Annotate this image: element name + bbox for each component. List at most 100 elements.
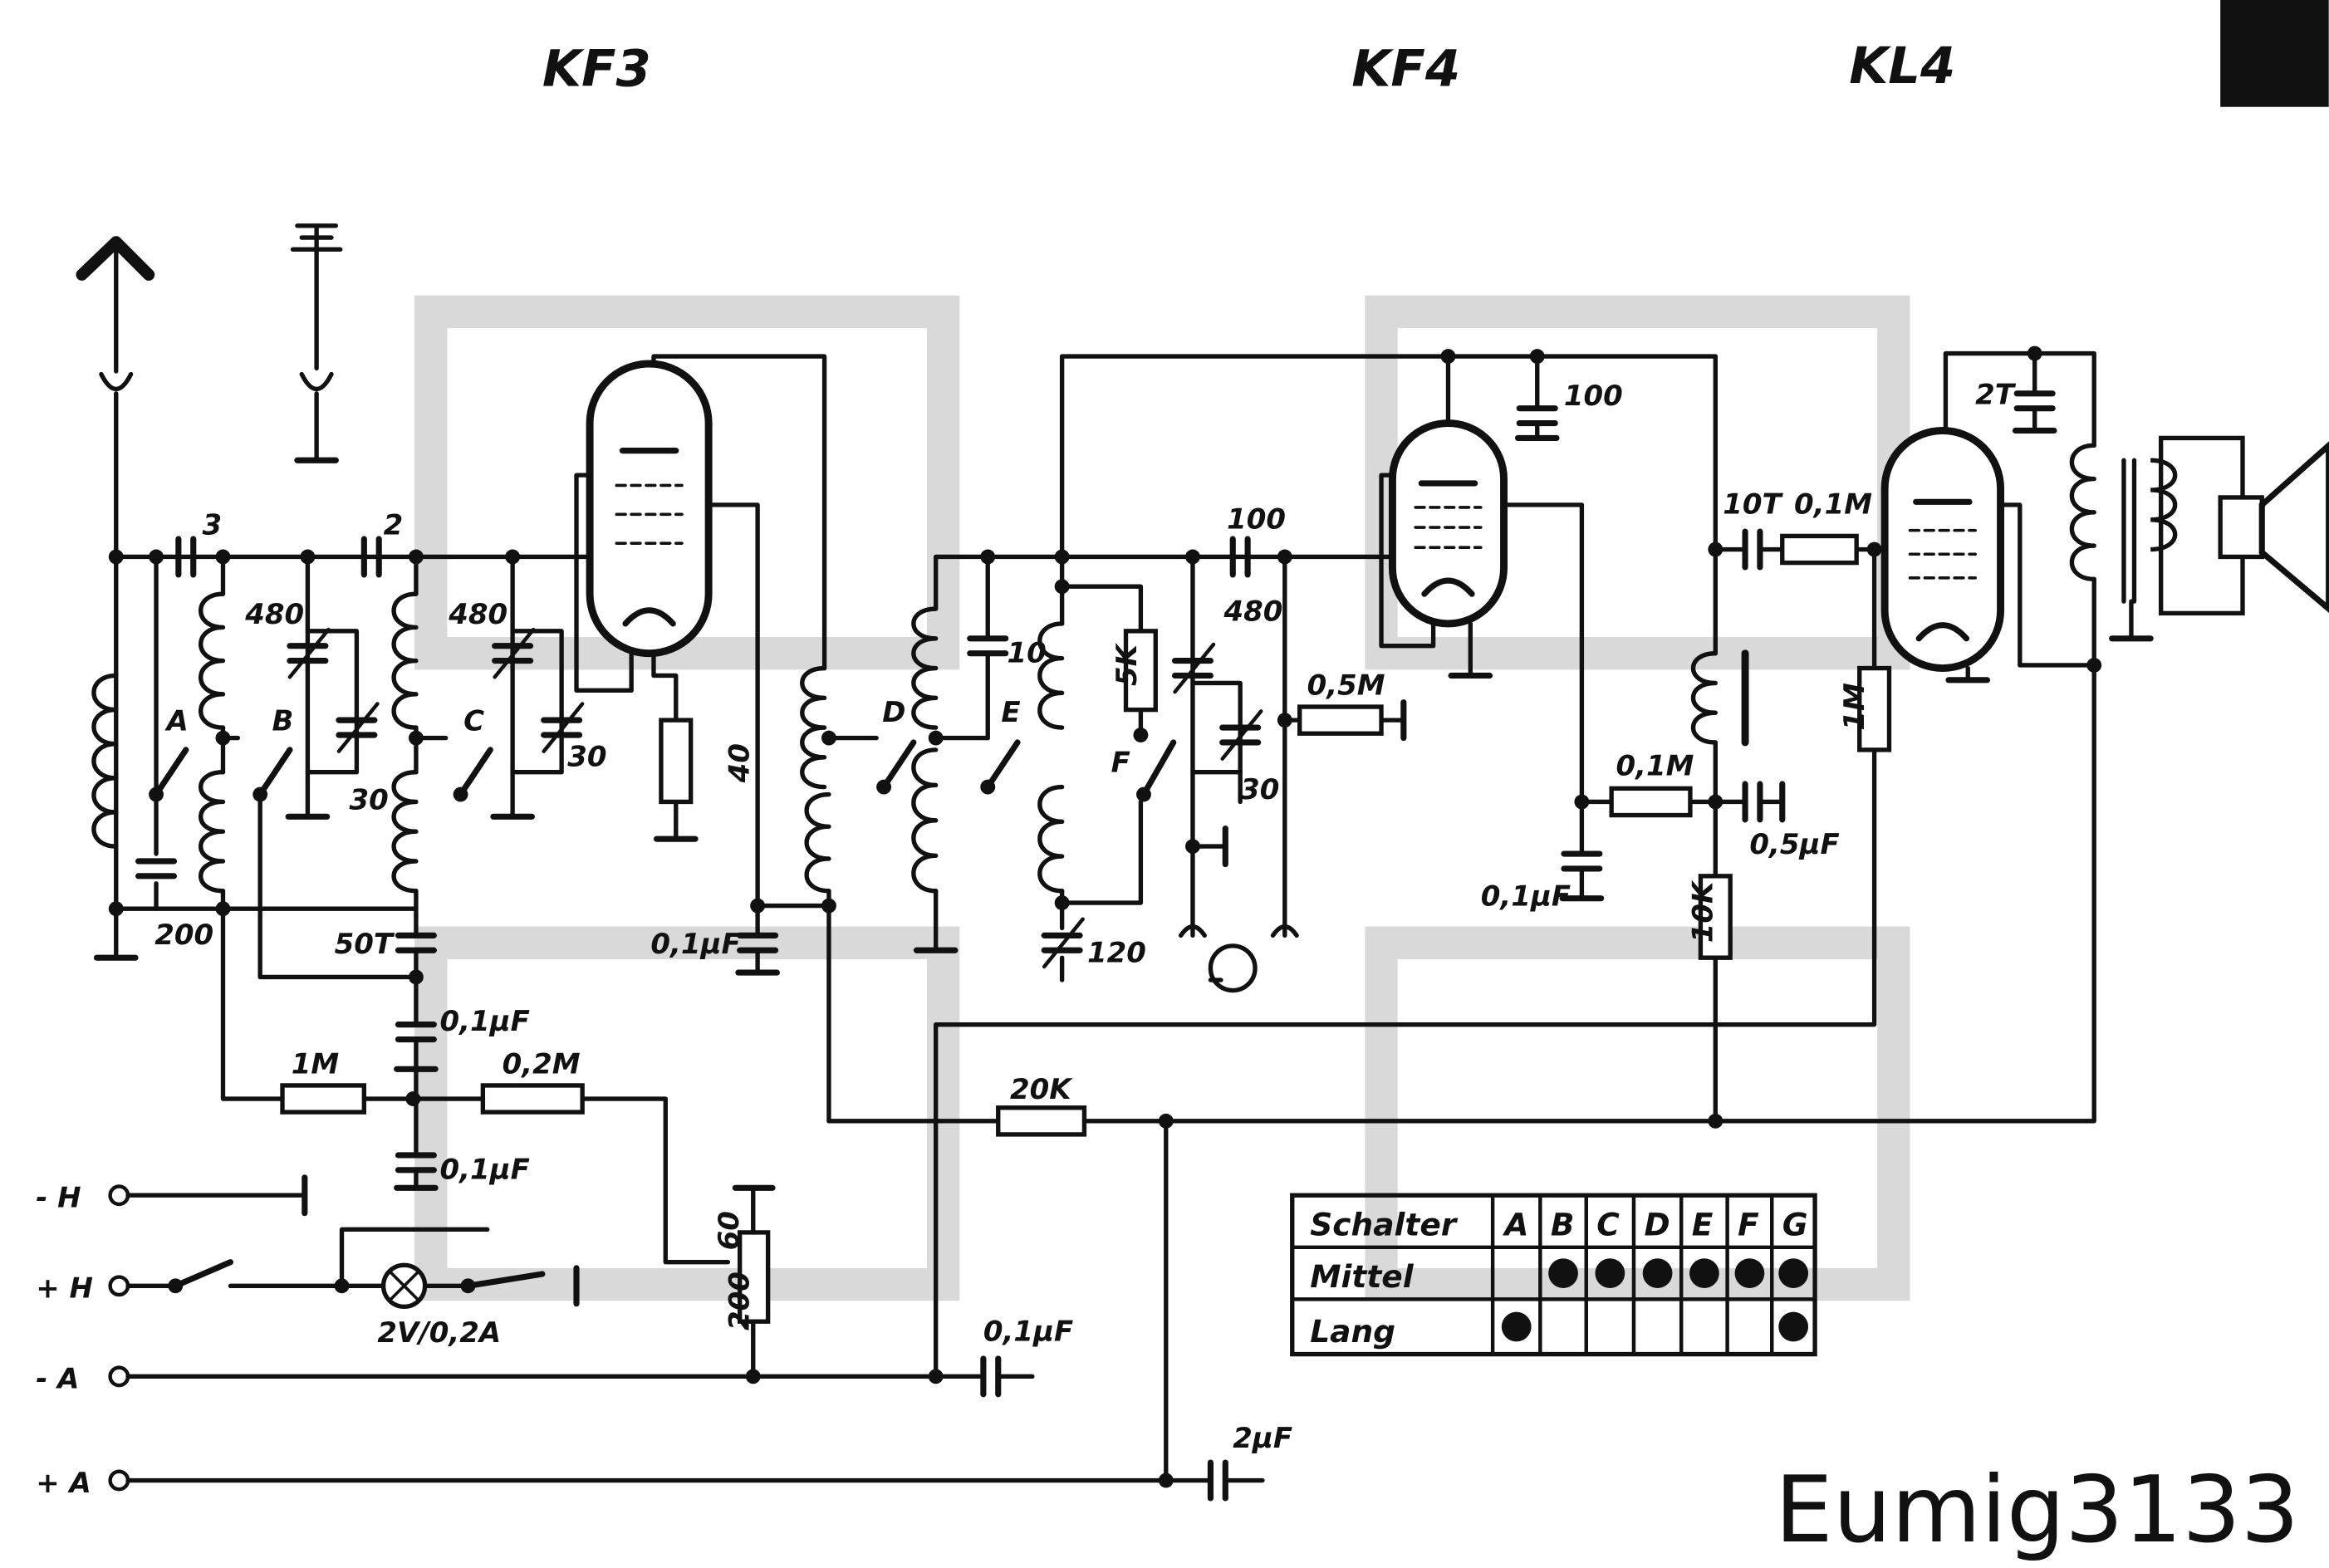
table-border — [1290, 1193, 1817, 1357]
label-c-2: 2 — [384, 509, 404, 542]
speaker-cone — [2258, 441, 2329, 613]
label-c-05uf: 0,5µF — [1749, 828, 1839, 861]
terminal-minus-a: - A — [36, 1363, 79, 1396]
table-dot-mittel-g — [1778, 1258, 1809, 1288]
terminal-minus-h: - H — [36, 1182, 81, 1215]
wire — [510, 629, 564, 775]
label-c-100-a: 100 — [1227, 502, 1286, 536]
label-c-200: 200 — [154, 919, 213, 952]
label-r-02m: 0,2M — [503, 1048, 581, 1081]
junction-dot — [460, 1278, 476, 1294]
table-col-e: E — [1692, 1207, 1714, 1243]
junction-dot — [453, 786, 468, 802]
junction-dot — [928, 1369, 944, 1384]
coil — [804, 791, 831, 894]
label-c-50t: 50T — [335, 928, 395, 961]
tube-cathode — [622, 607, 676, 627]
table-col-d: D — [1644, 1207, 1670, 1243]
junction-dot — [821, 898, 836, 914]
switch — [1140, 739, 1177, 798]
trimmer-arrow — [493, 627, 536, 679]
label-trim-120: 120 — [1087, 937, 1146, 970]
junction-dot — [149, 786, 164, 802]
capacitor — [980, 1355, 1002, 1398]
label-pot-200: 200 — [723, 1272, 756, 1330]
speaker-magnet — [2218, 495, 2264, 560]
table-row-lang: Lang — [1310, 1313, 1395, 1350]
label-r-1m-b: 1M — [1838, 683, 1871, 731]
coil — [1691, 650, 1718, 745]
wire — [826, 576, 2096, 1124]
terminal-socket — [108, 1469, 130, 1492]
label-c-01uf-b: 0,1µF — [440, 1154, 530, 1187]
switch — [464, 1271, 546, 1289]
table-row-mittel: Mittel — [1310, 1258, 1415, 1295]
coil — [91, 673, 119, 849]
tube-cathode — [1915, 622, 1970, 642]
capacitor — [1742, 781, 1763, 823]
tube-envelope — [1880, 427, 2005, 673]
label-r-10k: 10K — [1687, 880, 1720, 943]
switch — [457, 747, 493, 798]
label-r-5k: 5K — [1111, 642, 1144, 686]
label-c-2uf: 2µF — [1233, 1422, 1292, 1455]
table-dot-mittel-c — [1595, 1258, 1625, 1288]
tube-label-kf4: KF4 — [1351, 41, 1460, 99]
capacitor — [967, 635, 1009, 657]
label-r-01m-a: 0,1M — [1616, 749, 1694, 782]
resistor — [1857, 665, 1892, 752]
label-sw-a: A — [164, 705, 189, 738]
resistor — [1297, 704, 1384, 736]
wire — [257, 791, 419, 980]
capacitor — [287, 643, 329, 664]
coil — [2069, 443, 2096, 581]
label-c-100-b: 100 — [1564, 380, 1623, 413]
resistor — [659, 718, 694, 805]
terminal-plus-a: + A — [36, 1467, 91, 1500]
label-c-3: 3 — [202, 509, 222, 542]
antenna-line — [99, 243, 134, 960]
label-c-01uf-e: 0,1µF — [983, 1315, 1073, 1348]
capacitor — [1516, 405, 1558, 427]
table-dot-mittel-e — [1689, 1258, 1719, 1288]
label-r-01m-b: 0,1M — [1794, 488, 1872, 522]
label-c-10: 10 — [1007, 636, 1046, 669]
table-dot-lang-g — [1778, 1311, 1809, 1342]
component-labels: 3 2 480 30 480 30 A B C D E F 200 50T 0,… — [154, 378, 2017, 1455]
trimmer-arrow — [1220, 709, 1263, 761]
label-c-10t: 10T — [1723, 488, 1783, 522]
trimmer-arrow — [1173, 642, 1216, 694]
resistor — [1609, 786, 1693, 818]
watermark — [414, 0, 2329, 1301]
tube-envelope — [586, 360, 713, 658]
terminal-plus-h: + H — [36, 1272, 93, 1306]
label-trim-480-c: 480 — [1223, 595, 1283, 628]
tube-label-kl4: KL4 — [1849, 37, 1955, 96]
terminal-socket — [108, 1275, 130, 1297]
capacitor — [336, 717, 378, 738]
terminal-socket — [108, 1365, 130, 1388]
capacitor — [492, 643, 534, 664]
junction-dot — [750, 898, 766, 914]
capacitor — [541, 717, 583, 738]
junction-dot — [1185, 549, 1200, 565]
wire — [708, 502, 760, 909]
junction-dot — [1136, 786, 1151, 802]
junction-dot — [1133, 728, 1149, 742]
resistor — [996, 1105, 1087, 1137]
label-sw-f: F — [1111, 747, 1130, 780]
capacitor — [1171, 658, 1214, 679]
watermark-block — [414, 926, 960, 1301]
table-col-b: B — [1551, 1207, 1575, 1243]
switch — [257, 747, 293, 798]
label-trim-30-a: 30 — [349, 783, 388, 816]
label-r-05m: 0,5M — [1307, 669, 1385, 703]
switch — [880, 739, 917, 791]
capacitor — [2013, 390, 2056, 412]
label-c-01uf-c: 0,1µF — [650, 928, 740, 961]
transformer-secondary — [2150, 458, 2178, 552]
label-r-40: 40 — [723, 743, 756, 783]
junction-dot — [821, 730, 836, 746]
tube-envelope — [1388, 419, 1508, 628]
